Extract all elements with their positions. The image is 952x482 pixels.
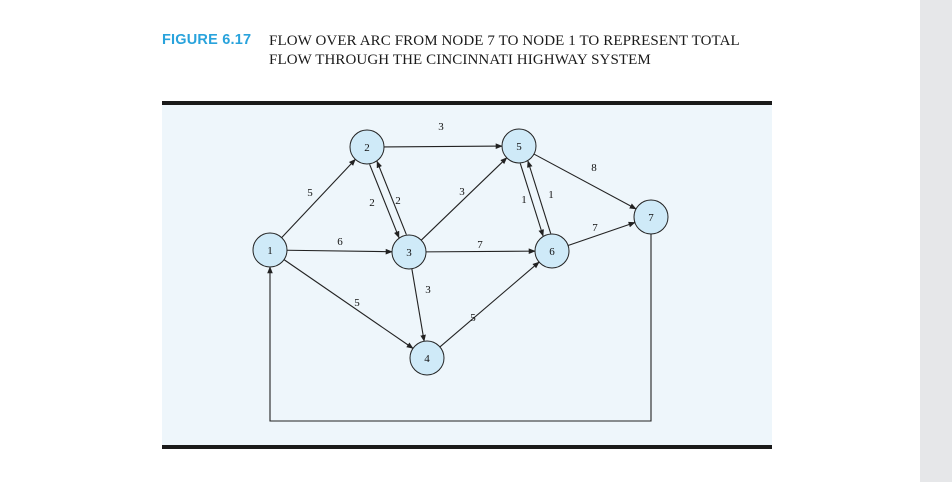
arc-label-1-4: 5 (354, 297, 360, 309)
arc-label-5-7: 8 (591, 162, 597, 174)
arc-1-4 (283, 259, 414, 349)
node-label-6: 6 (549, 246, 555, 258)
arc-label-6-7: 7 (592, 222, 598, 234)
network-panel: 5 6 5 2 2 3 3 7 3 5 1 1 8 7 1 2 3 4 5 6 7 (162, 101, 772, 449)
arc-2-5 (383, 143, 503, 149)
arc-label-1-3: 6 (337, 236, 343, 248)
arc-1-3 (286, 248, 393, 255)
arc-6-5 (527, 160, 552, 234)
node-label-7: 7 (648, 212, 654, 224)
arc-label-5-6: 1 (521, 194, 527, 206)
arc-label-3-4: 3 (425, 284, 431, 296)
arc-1-2 (281, 158, 356, 239)
arc-label-3-6: 7 (477, 239, 483, 251)
arc-2-3 (369, 164, 400, 239)
arc-label-3-2: 2 (395, 195, 401, 207)
arc-3-6 (425, 248, 536, 254)
arc-4-6 (439, 261, 540, 348)
node-3 (391, 234, 427, 270)
node-label-3: 3 (406, 247, 412, 259)
arc-6-7 (567, 221, 636, 246)
arc-7-1 (267, 234, 652, 422)
arc-label-2-5: 3 (438, 121, 444, 133)
arc-label-2-3: 2 (369, 197, 375, 209)
figure-title: FLOW OVER ARC FROM NODE 7 TO NODE 1 TO R… (269, 33, 740, 68)
right-scrollbar-area (920, 0, 952, 482)
arc-3-5 (420, 157, 508, 241)
node-7 (633, 199, 669, 235)
arc-label-3-5: 3 (459, 186, 465, 198)
node-1 (252, 232, 288, 268)
arc-5-7 (533, 153, 637, 210)
node-6 (534, 233, 570, 269)
node-label-2: 2 (364, 142, 370, 154)
arc-5-6 (519, 163, 544, 237)
figure-label: FIGURE 6.17 (162, 32, 252, 48)
node-5 (501, 128, 537, 164)
highway-network-diagram: 5 6 5 2 2 3 3 7 3 5 1 1 8 7 1 2 3 4 5 6 7 (252, 121, 669, 422)
node-label-4: 4 (424, 353, 430, 365)
node-label-1: 1 (267, 245, 273, 257)
node-2 (349, 129, 385, 165)
arc-label-6-5: 1 (548, 189, 554, 201)
arc-label-4-6: 5 (470, 312, 476, 324)
arc-3-4 (411, 268, 426, 342)
node-label-5: 5 (516, 141, 522, 153)
arc-3-2 (376, 160, 407, 235)
node-4 (409, 340, 445, 376)
arc-label-1-2: 5 (307, 187, 313, 199)
